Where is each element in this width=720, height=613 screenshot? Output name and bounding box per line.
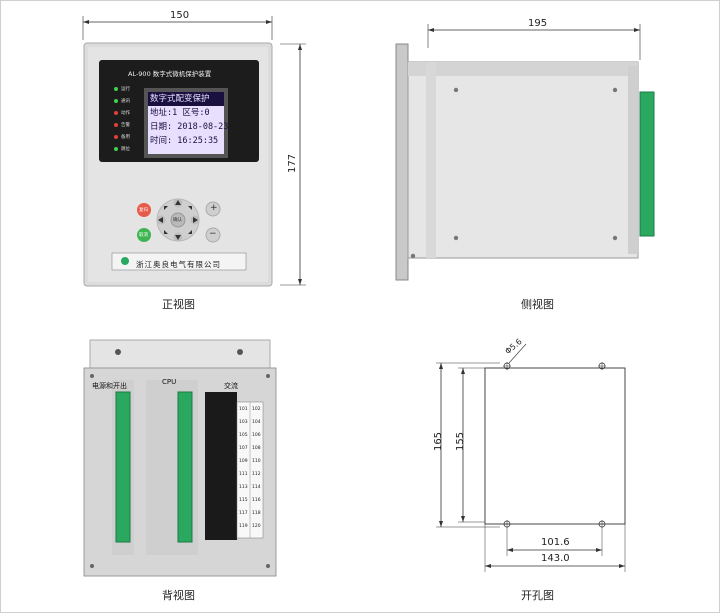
led-indicator: 跳位 [114, 146, 130, 158]
company-name: 浙江奥良电气有限公司 [136, 260, 221, 269]
lcd-line: 地址:1 区号:0 [150, 108, 210, 118]
rear-view-caption: 背视图 [162, 589, 195, 602]
inner-width-dimension: 101.6 [541, 537, 570, 548]
terminal-number: 120 [252, 524, 261, 529]
led-label: 跳位 [121, 147, 130, 152]
led-indicator: 告警 [114, 122, 130, 134]
lcd-line: 数字式配变保护 [148, 92, 224, 106]
cancel-button: 取消 [139, 233, 148, 238]
led-dot-icon [114, 146, 118, 151]
plus-button: + [210, 203, 218, 213]
terminal-number: 102 [252, 407, 261, 412]
lcd-line: 日期: 2018-08-23 [150, 122, 229, 132]
terminal-number: 111 [239, 472, 248, 477]
terminal-number: 116 [252, 498, 261, 503]
terminal-number: 107 [239, 446, 248, 451]
led-dot-icon [114, 122, 118, 127]
led-dot-icon [114, 98, 118, 103]
inner-height-dimension: 155 [455, 431, 467, 452]
terminal-number: 106 [252, 433, 261, 438]
led-indicator: 通讯 [114, 98, 130, 110]
section-label: CPU [162, 378, 177, 386]
terminal-number: 103 [239, 420, 248, 425]
front-view-caption: 正视图 [162, 298, 195, 311]
led-label: 通讯 [121, 99, 130, 104]
lcd-screen: 数字式配变保护 地址:1 区号:0 日期: 2018-08-23 时间: 16:… [148, 92, 229, 154]
enter-button: 确认 [173, 218, 182, 223]
terminal-number: 105 [239, 433, 248, 438]
reset-button: 复归 [139, 208, 148, 213]
side-depth-dimension: 195 [528, 18, 548, 29]
minus-button: − [209, 229, 217, 239]
terminal-number: 108 [252, 446, 261, 451]
terminal-number: 101 [239, 407, 248, 412]
led-label: 备用 [121, 135, 130, 140]
led-dot-icon [114, 86, 118, 91]
section-label: 交流 [224, 382, 238, 390]
terminal-number: 104 [252, 420, 261, 425]
led-label: 告警 [121, 123, 130, 128]
terminal-number: 114 [252, 485, 261, 490]
terminal-number: 115 [239, 498, 248, 503]
terminal-number: 119 [239, 524, 248, 529]
led-indicator: 备用 [114, 134, 130, 146]
terminal-number: 109 [239, 459, 248, 464]
terminal-number: 113 [239, 485, 248, 490]
front-width-dimension: 150 [170, 10, 190, 21]
led-label: 运行 [121, 87, 130, 92]
led-dot-icon [114, 110, 118, 115]
lcd-line: 时间: 16:25:35 [150, 136, 219, 146]
terminal-number: 112 [252, 472, 261, 477]
cutout-view-caption: 开孔图 [521, 589, 554, 602]
section-label: 电源和开出 [92, 382, 127, 390]
led-indicator: 动作 [114, 110, 130, 122]
led-indicator: 运行 [114, 86, 130, 98]
terminal-number: 117 [239, 511, 248, 516]
led-dot-icon [114, 134, 118, 139]
led-label: 动作 [121, 111, 130, 116]
outer-height-dimension: 165 [433, 431, 445, 452]
panel-title: AL-900 数字式微机保护装置 [128, 70, 212, 78]
terminal-number: 110 [252, 459, 261, 464]
side-view-caption: 侧视图 [521, 298, 554, 311]
outer-width-dimension: 143.0 [541, 553, 570, 564]
terminal-number: 118 [252, 511, 261, 516]
